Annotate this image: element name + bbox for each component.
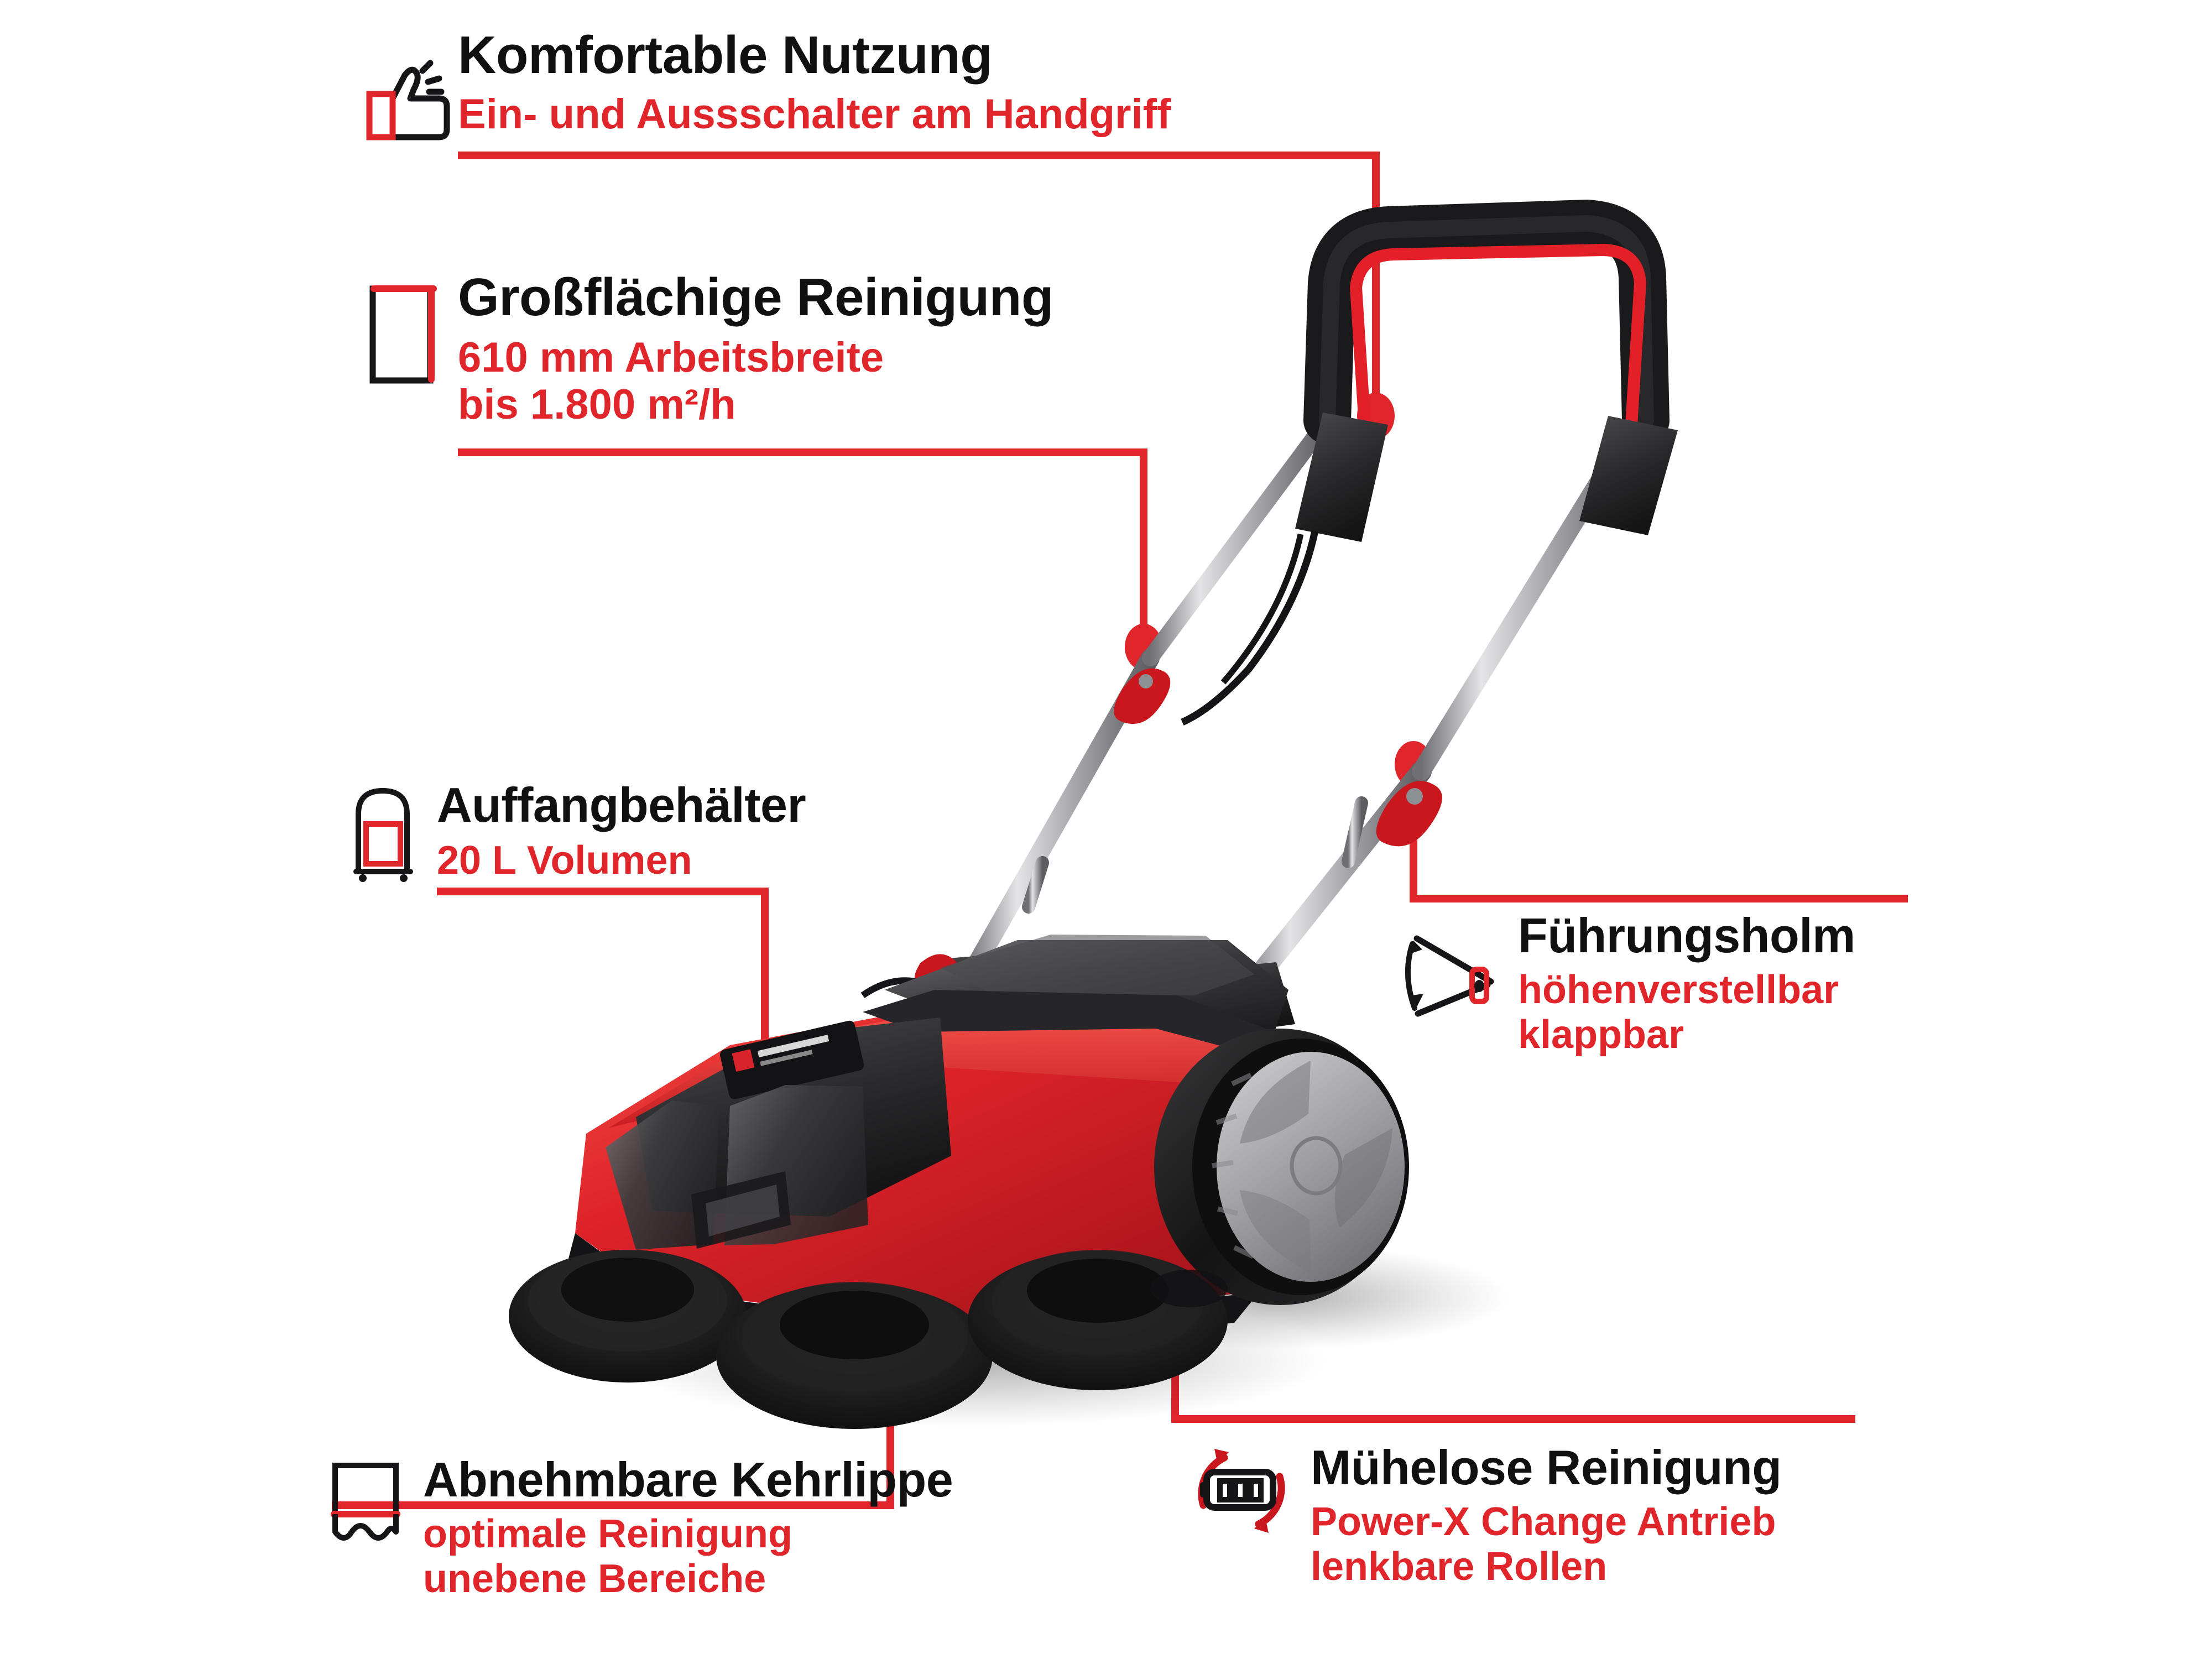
callout-subline-2: klappbar [1518, 1012, 1684, 1057]
collection-bin-icon [348, 780, 437, 885]
chassis-top-highlight [608, 1011, 1272, 1128]
callout-subline-2: unebene Bereiche [423, 1556, 766, 1601]
power-cable [1181, 530, 1319, 726]
battery-body [1200, 1469, 1276, 1511]
height-adjust-clamp-left [1114, 668, 1171, 724]
leader-grossflaechige [458, 448, 1147, 636]
callout-subline-2: bis 1.800 m²/h [458, 381, 736, 429]
work-width-icon [365, 276, 448, 393]
handle-grip-loop [1303, 200, 1670, 444]
adjustable-handle-icon [1405, 915, 1510, 1026]
einhell-logo [732, 1035, 830, 1072]
callout-subline-1: höhenverstellbar [1518, 968, 1839, 1012]
side-brush-center [716, 1282, 993, 1429]
callout-title: Auffangbehälter [437, 778, 806, 832]
switch-housing-left [1295, 413, 1388, 542]
battery-cycle-icon [1189, 1438, 1294, 1543]
callout-title: Komfortable Nutzung [458, 25, 993, 85]
switch-housing-right [1579, 416, 1678, 535]
sweeping-lip-icon [326, 1454, 426, 1554]
lip-wave-edge [332, 1514, 399, 1541]
callout-subline-1: optimale Reinigung [423, 1512, 793, 1556]
leader-auffangbehaelter [437, 888, 769, 1079]
callout-subline-1: Power-X Change Antrieb [1311, 1500, 1776, 1544]
side-brush-left [509, 1250, 747, 1383]
callout-title: Führungsholm [1518, 908, 1855, 963]
leader-fuehrungsholm [1410, 764, 1908, 902]
callout-komfortable-nutzung: Komfortable Nutzung Ein- und Aussschalte… [458, 29, 1171, 138]
handle-safety-bar [1350, 244, 1646, 432]
callout-title: Großflächige Reinigung [458, 268, 1054, 327]
callout-subline: Ein- und Aussschalter am Handgriff [458, 91, 1171, 138]
callout-subline-1: 610 mm Arbeitsbreite [458, 334, 884, 381]
callout-subline: 20 L Volumen [437, 838, 692, 883]
callout-muehelose-reinigung: Mühelose Reinigung Power-X Change Antrie… [1311, 1440, 1782, 1589]
height-adjust-clamp-right [1376, 781, 1442, 847]
thumbs-up-cuff [366, 91, 396, 140]
upper-shaft-left [1142, 412, 1335, 666]
callout-auffangbehaelter: Auffangbehälter 20 L Volumen [437, 781, 806, 883]
callout-grossflaechige-reinigung: Großflächige Reinigung 610 mm Arbeitsbre… [458, 268, 1054, 429]
front-caster [1150, 1270, 1228, 1307]
thumbs-up-icon [365, 55, 465, 155]
callout-abnehmbare-kehrlippe: Abnehmbare Kehrlippe optimale Reinigung … [423, 1455, 953, 1601]
collection-bin-lip [863, 990, 1283, 1060]
callout-fuehrungsholm: Führungsholm höhenverstellbar klappbar [1518, 911, 1855, 1057]
callout-title: Mühelose Reinigung [1311, 1440, 1782, 1495]
wheel-cap [1290, 1136, 1343, 1196]
leader-komfortable [458, 152, 1380, 416]
bin-window-panel [606, 1100, 719, 1250]
rear-wheel [1154, 1029, 1409, 1305]
callout-subline-2: lenkbare Rollen [1311, 1544, 1608, 1589]
sweeper-product-photo [509, 200, 1678, 1429]
callout-title: Abnehmbare Kehrlippe [423, 1452, 953, 1507]
handle-pivot-clamp [1469, 967, 1489, 1004]
cycle-arrow-top [1214, 1449, 1229, 1464]
cycle-arrow-bottom [1254, 1517, 1269, 1533]
